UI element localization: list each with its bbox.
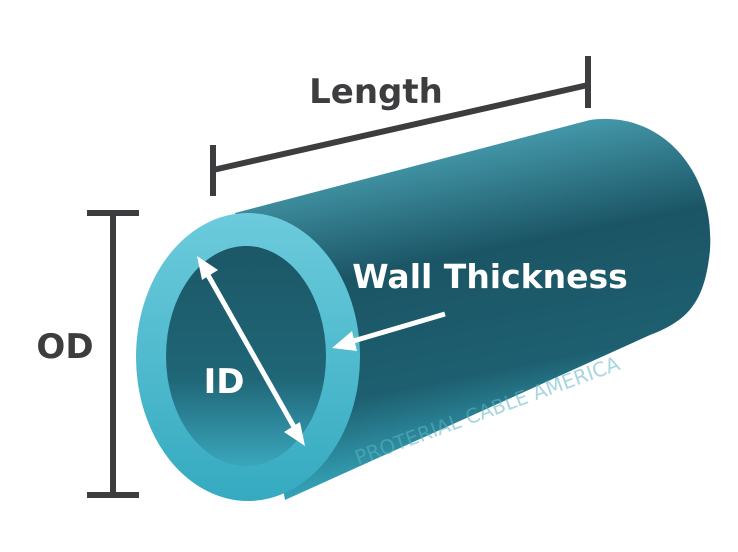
- length-label: Length: [309, 72, 443, 112]
- id-arrow: [197, 256, 305, 446]
- length-dimension: [210, 56, 591, 196]
- wall-thickness-arrow: [332, 311, 446, 351]
- od-dimension: [87, 210, 139, 498]
- tube-body: [235, 118, 711, 501]
- wall-thickness-label: Wall Thickness: [352, 257, 628, 296]
- od-label: OD: [36, 327, 93, 367]
- id-label: ID: [204, 362, 245, 402]
